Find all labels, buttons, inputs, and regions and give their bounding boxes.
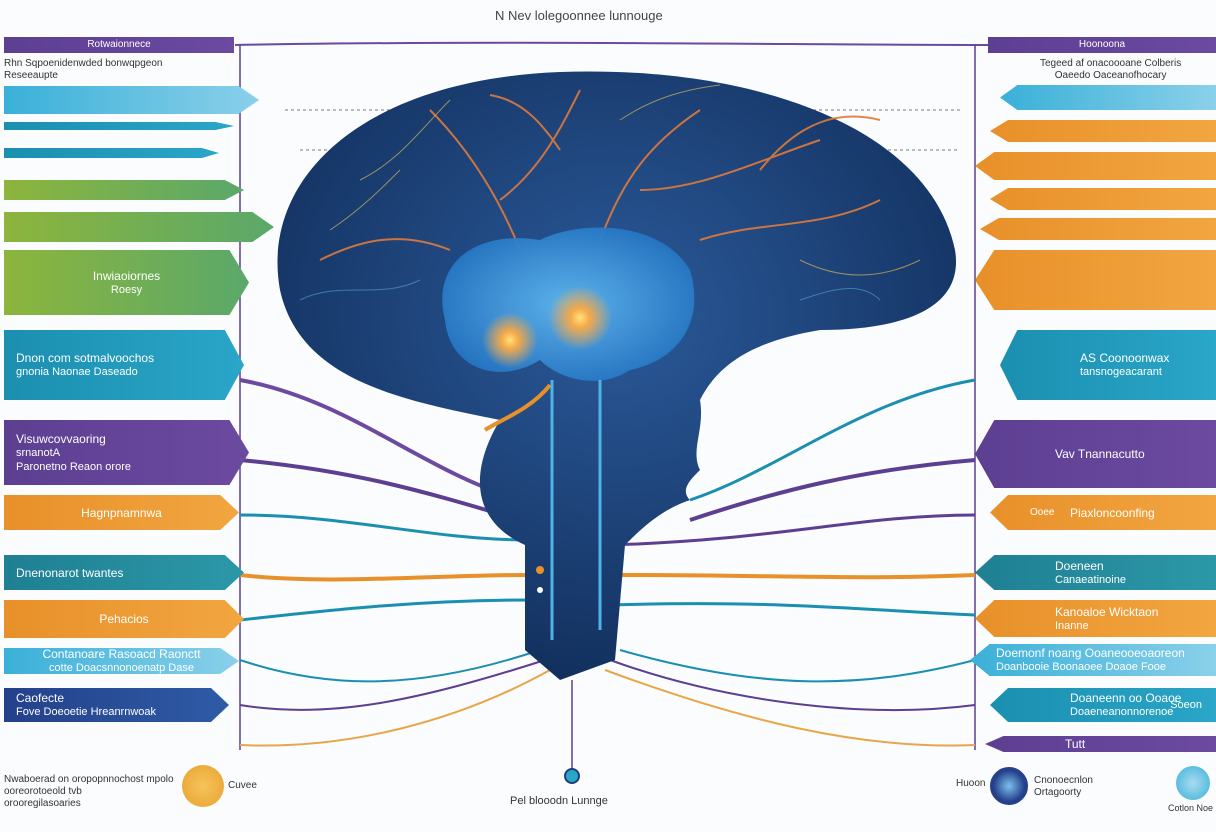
band-label: Kanoaloe Wicktaon [1055, 604, 1159, 619]
band-label: Fove Doeoetie Hreanrnwoak [16, 706, 157, 718]
band-label: Caofecte [16, 691, 65, 705]
band-label: gnonia Naonae Daseado [16, 366, 138, 378]
band-label: Inanne [1055, 619, 1089, 632]
band-label: Inwiaoiornes [92, 268, 161, 283]
band-label: Paronetno Reaon orore [16, 460, 131, 473]
right-bottom-right-label: Cotlon Noe [1168, 803, 1214, 813]
band-label: Visuwcovvaoring [16, 431, 106, 446]
left-category-band: Hagnpnamnwa [4, 495, 239, 530]
left-stripe [4, 122, 234, 130]
right-category-band: Piaxloncoonfing Ooee [990, 495, 1216, 530]
left-circle-label: Cuvee [228, 780, 257, 791]
right-subtext-line: Oaeedo Oaceanofhocary [1054, 70, 1167, 81]
footer-label: Pel blooodn Lunnge [510, 795, 608, 807]
band-label: tansnogeacarant [1080, 366, 1162, 378]
label-line: Ortagoorty [1034, 787, 1082, 798]
band-label: Canaeatinoine [1055, 573, 1126, 586]
band-label: Vav Tnannacutto [1055, 447, 1145, 461]
right-stripe [980, 218, 1216, 240]
footnote-line: Nwaboerad on oropopnnochost mpolo [4, 774, 174, 785]
left-stripe [4, 148, 219, 158]
label-line: Cnonoecnlon [1034, 775, 1093, 786]
right-stripe [990, 188, 1216, 210]
left-stripe [4, 86, 259, 114]
band-label: Pehacios [99, 612, 149, 626]
band-label: Dnenonarot twantes [16, 565, 124, 580]
band-label: Contanoare Rasoacd Raonctt [42, 647, 201, 661]
band-side-label: Soeon [1170, 699, 1202, 711]
band-label: cotte Doacsnnonoenatp Dase [49, 662, 194, 674]
right-stripe [975, 250, 1216, 310]
left-category-band: Dnenonarot twantes [4, 555, 244, 590]
right-subtext-line: Tegeed af onacoooane Colberis [1040, 58, 1182, 69]
bottom-node-icon [564, 768, 580, 784]
left-subtext-line: Reseeaupte [4, 70, 58, 81]
left-header: Rotwaionnece [4, 37, 234, 53]
right-bottom-circle-icon [1176, 766, 1210, 800]
right-stripe [975, 152, 1216, 180]
band-label: Doanbooie Boonaoee Doaoe Fooe [996, 661, 1167, 673]
band-label: Doeneen [1055, 558, 1104, 573]
band-label: Dnon com sotmalvoochos [16, 351, 155, 365]
left-stripe [4, 212, 274, 242]
diagram-title: N Nev lolegoonnee lunnouge [495, 8, 663, 23]
footnote-line: orooregilasoaries [4, 798, 81, 809]
right-category-band: Tutt [985, 736, 1216, 752]
left-subtext-line: Rhn Sqpoenidenwded bonwqpgeon [4, 58, 163, 69]
band-label: Doaneenn oo Ooaoe [1070, 691, 1182, 705]
band-label: srnanotA [16, 446, 61, 459]
band-label: AS Coonoonwax [1080, 351, 1170, 365]
right-stripe [990, 120, 1216, 142]
band-label: Piaxloncoonfing [1070, 505, 1155, 520]
left-category-band: Pehacios [4, 600, 244, 638]
left-stripe [4, 180, 244, 200]
right-bottom-left-label: Huoon [956, 778, 986, 789]
band-label: Doemonf noang Ooaneooeoaoreon [996, 646, 1185, 660]
left-bottom-circle-icon [182, 765, 224, 807]
band-label: Doaeneanonnorenoe [1070, 706, 1174, 718]
right-category-band: Vav Tnannacutto [975, 420, 1216, 488]
right-header: Hoonoona [988, 37, 1216, 53]
footnote-line: ooreorotoeold tvb [4, 786, 82, 797]
band-prefix: Ooee [1030, 506, 1055, 518]
band-label: Tutt [1065, 737, 1086, 751]
right-stripe [1000, 85, 1216, 110]
right-bottom-circle-icon [990, 767, 1028, 805]
band-label: Hagnpnamnwa [81, 505, 162, 520]
band-label: Roesy [110, 283, 143, 296]
